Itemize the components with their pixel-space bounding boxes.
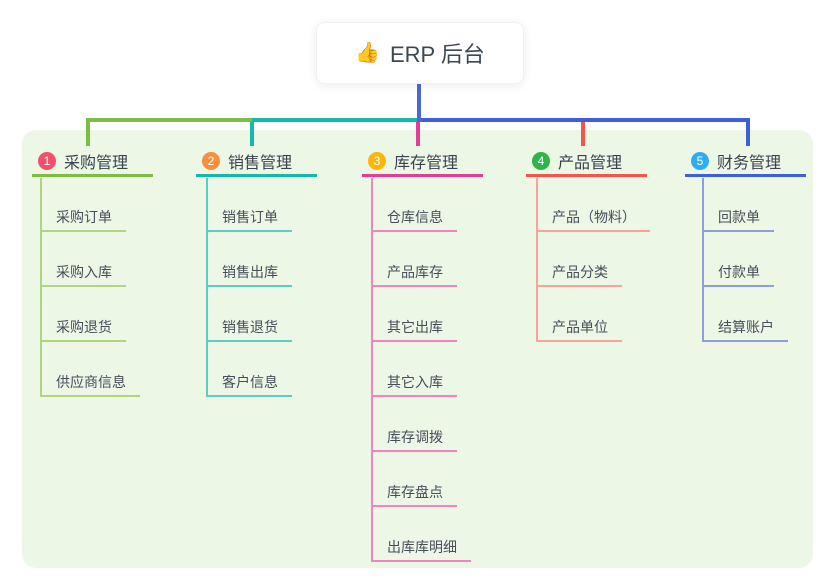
child-node-label: 仓库信息 [387,209,443,225]
connector-branch-drop [250,120,254,146]
connector-branch-drop [581,120,585,146]
root-node-label: ERP 后台 [389,42,485,67]
branch-title-label: 产品管理 [558,155,623,172]
child-node[interactable]: 产品分类 [536,259,622,287]
branch-title-label: 销售管理 [228,155,293,172]
branch-number-badge: 5 [691,152,709,170]
branch-title-4[interactable]: 4 产品管理 [526,148,647,177]
child-node-label: 付款单 [718,264,760,280]
child-node[interactable]: 产品库存 [371,259,457,287]
branches-panel [22,130,813,568]
child-node-label: 出库库明细 [387,539,457,555]
child-node-label: 产品（物料） [552,209,636,225]
child-node[interactable]: 销售退货 [206,314,292,342]
child-node[interactable]: 采购订单 [40,204,126,232]
branch-number-badge: 4 [532,152,550,170]
child-node[interactable]: 供应商信息 [40,369,140,397]
connector-branch-drop [86,120,90,146]
child-node-label: 供应商信息 [56,374,126,390]
thumbs-up-icon: 👍 [355,42,380,64]
root-node[interactable]: 👍 ERP 后台 [316,22,524,84]
child-node[interactable]: 其它出库 [371,314,457,342]
connector-horizontal-segment [252,118,418,122]
branch-title-3[interactable]: 3 库存管理 [362,148,483,177]
child-node-label: 其它入库 [387,374,443,390]
branch-children-line [702,178,704,342]
child-node[interactable]: 客户信息 [206,369,292,397]
branch-number-badge: 3 [368,152,386,170]
child-node[interactable]: 产品单位 [536,314,622,342]
branch-title-5[interactable]: 5 财务管理 [685,148,806,177]
child-node-label: 销售订单 [222,209,278,225]
child-node[interactable]: 销售订单 [206,204,292,232]
branch-children-line [206,178,208,397]
child-node[interactable]: 结算账户 [702,314,788,342]
connector-branch-drop [416,120,420,146]
child-node[interactable]: 回款单 [702,204,774,232]
child-node-label: 采购订单 [56,209,112,225]
child-node-label: 客户信息 [222,374,278,390]
connector-branch-drop [746,120,750,146]
child-node-label: 产品分类 [552,264,608,280]
child-node-label: 库存盘点 [387,484,443,500]
connector-horizontal-segment [86,118,252,122]
child-node[interactable]: 付款单 [702,259,774,287]
branch-children-line [536,178,538,342]
connector-horizontal-segment [417,118,750,122]
branch-title-label: 财务管理 [717,155,782,172]
connector-root-stem [417,80,421,122]
branch-number-badge: 1 [38,152,56,170]
child-node[interactable]: 其它入库 [371,369,457,397]
branch-title-1[interactable]: 1 采购管理 [32,148,153,177]
child-node[interactable]: 采购退货 [40,314,126,342]
child-node[interactable]: 出库库明细 [371,534,471,562]
branch-title-label: 采购管理 [64,155,129,172]
branch-children-line [371,178,373,562]
child-node-label: 库存调拨 [387,429,443,445]
child-node-label: 销售退货 [222,319,278,335]
child-node[interactable]: 销售出库 [206,259,292,287]
branch-children-line [40,178,42,397]
child-node-label: 采购入库 [56,264,112,280]
branch-title-2[interactable]: 2 销售管理 [196,148,317,177]
child-node[interactable]: 产品（物料） [536,204,650,232]
child-node-label: 采购退货 [56,319,112,335]
branch-number-badge: 2 [202,152,220,170]
child-node-label: 产品库存 [387,264,443,280]
child-node-label: 回款单 [718,209,760,225]
child-node-label: 其它出库 [387,319,443,335]
child-node[interactable]: 库存盘点 [371,479,457,507]
child-node[interactable]: 仓库信息 [371,204,457,232]
child-node-label: 销售出库 [222,264,278,280]
child-node-label: 产品单位 [552,319,608,335]
child-node[interactable]: 采购入库 [40,259,126,287]
child-node[interactable]: 库存调拨 [371,424,457,452]
child-node-label: 结算账户 [718,319,774,335]
branch-title-label: 库存管理 [394,155,459,172]
